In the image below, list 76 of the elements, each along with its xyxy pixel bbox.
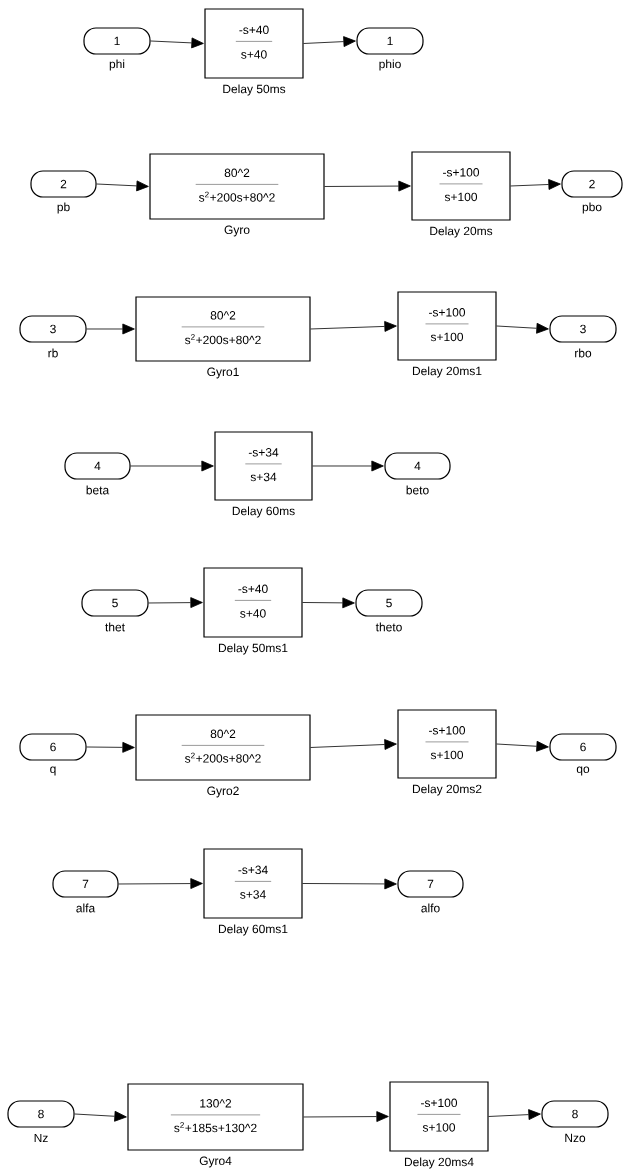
block-label: Delay 20ms1 (412, 366, 482, 378)
transfer-function-block: 80^2 s$^{2}$+200s+80^2 (135, 296, 311, 362)
transfer-function-block: -s+100 s+100 (397, 291, 497, 361)
block-label: thet (105, 622, 125, 632)
block-label: Delay 60ms1 (218, 924, 288, 936)
block-label: theto (375, 622, 402, 632)
block-label: Gyro2 (207, 786, 239, 798)
block-label: pbo (582, 202, 602, 214)
arrow (303, 1111, 389, 1122)
transfer-function-block: -s+100 s+100 (411, 151, 511, 221)
port-terminal: 7 (397, 870, 464, 898)
transfer-function-block: -s+34 s+34 (203, 848, 303, 919)
block-label: q (50, 766, 56, 776)
block-label: Delay 50ms1 (218, 643, 288, 655)
transfer-function-block: -s+100 s+100 (397, 709, 497, 779)
port-terminal: 6 (549, 733, 617, 761)
port-terminal: 3 (549, 315, 617, 343)
arrow (303, 36, 356, 47)
arrow (496, 740, 549, 752)
arrow (312, 460, 384, 472)
block-label: beta (86, 485, 110, 495)
block-label: Delay 50ms (223, 84, 286, 96)
arrow (150, 37, 204, 49)
port-terminal: 2 (561, 170, 623, 198)
port-terminal: 4 (384, 452, 451, 480)
block-label: phi (109, 59, 125, 71)
transfer-function-block: -s+40 s+40 (204, 8, 304, 79)
arrow (302, 878, 397, 890)
block-label: beto (406, 485, 429, 495)
arrow (86, 323, 135, 335)
transfer-function-block: 80^2 s$^{2}$+200s+80^2 (135, 714, 311, 781)
arrow (148, 597, 203, 608)
arrow (86, 741, 135, 753)
port-terminal: 3 (19, 315, 87, 343)
arrow (74, 1110, 127, 1122)
transfer-function-block: -s+40 s+40 (203, 567, 303, 638)
block-label: alfo (421, 903, 440, 913)
port-terminal: 1 (356, 27, 424, 55)
block-label: Delay 20ms4 (404, 1157, 474, 1169)
block-label: Gyro (224, 225, 250, 237)
block-label: pb (57, 202, 70, 214)
transfer-function-block: 130^2 s$^{2}$+185s+130^2 (127, 1083, 304, 1151)
port-terminal: 5 (355, 589, 423, 617)
transfer-function-block: -s+100 s+100 (389, 1081, 489, 1152)
port-terminal: 7 (52, 870, 119, 898)
block-label: Gyro1 (207, 367, 239, 379)
arrow (310, 321, 397, 332)
arrow (302, 597, 355, 609)
block-label: rb (48, 348, 58, 358)
block-label: Delay 60ms (232, 506, 295, 518)
port-terminal: 5 (81, 589, 149, 617)
block-label: Delay 20ms (430, 226, 493, 238)
arrow (130, 460, 214, 472)
block-label: Gyro4 (199, 1156, 232, 1168)
arrow (324, 180, 411, 192)
transfer-function-block: 80^2 s$^{2}$+200s+80^2 (149, 153, 325, 220)
port-terminal: 6 (19, 733, 87, 761)
port-terminal: 8 (541, 1100, 609, 1128)
block-label: Delay 20ms2 (412, 784, 482, 796)
arrow (310, 739, 397, 750)
arrow (510, 179, 561, 190)
block-label: alfa (76, 903, 96, 913)
arrow (118, 878, 203, 889)
port-terminal: 8 (7, 1100, 75, 1128)
arrow (496, 322, 549, 334)
block-label: phio (379, 59, 401, 71)
block-label: Nzo (565, 1133, 586, 1143)
port-terminal: 4 (64, 452, 131, 480)
arrow (96, 180, 149, 192)
block-label: rbo (575, 348, 592, 358)
transfer-function-block: -s+34 s+34 (214, 431, 313, 501)
port-terminal: 2 (30, 170, 97, 198)
arrow (488, 1109, 541, 1120)
block-label: qo (576, 766, 590, 776)
port-terminal: 1 (83, 27, 151, 55)
block-label: Nz (34, 1133, 48, 1143)
